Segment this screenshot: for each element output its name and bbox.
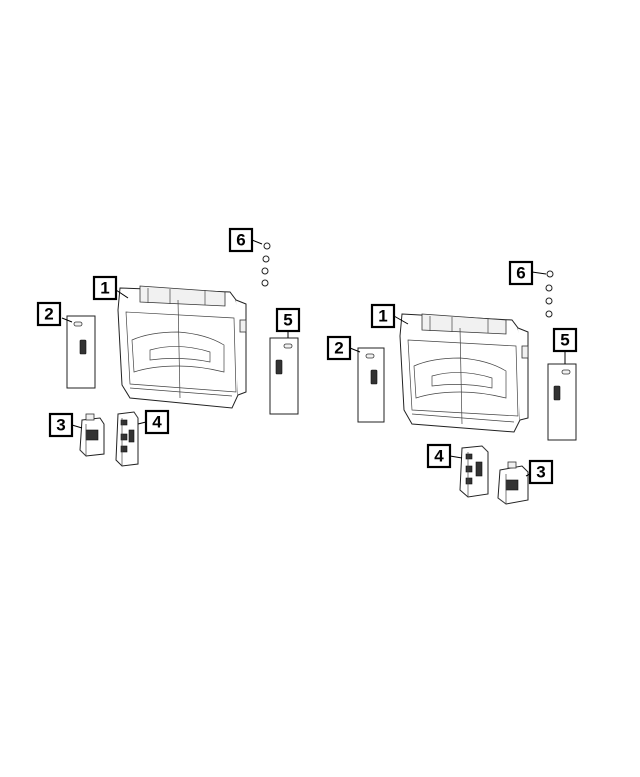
- svg-text:5: 5: [283, 311, 292, 330]
- svg-text:6: 6: [516, 264, 525, 283]
- right-part-4-connector-module: [459, 445, 489, 498]
- right-callout-5: 5: [552, 327, 578, 353]
- right-part-3-module: [497, 461, 529, 505]
- left-callout-1: 1: [92, 275, 118, 301]
- svg-text:3: 3: [56, 416, 65, 435]
- left-callout-5: 5: [275, 307, 301, 333]
- left-assembly: 1 2 3 4 5 6: [36, 227, 301, 467]
- left-callout-6: 6: [228, 227, 254, 253]
- right-part-2-trim-panel: [357, 347, 385, 423]
- svg-text:2: 2: [334, 339, 343, 358]
- left-part-2-trim-panel: [66, 315, 96, 389]
- right-callout-4: 4: [426, 443, 452, 469]
- left-part-1-overhead-console: [117, 285, 247, 409]
- right-callout-6: 6: [508, 260, 534, 286]
- left-part-6-screws: [261, 242, 271, 287]
- right-part-6-screws: [545, 270, 554, 318]
- left-part-3-module: [79, 413, 105, 457]
- svg-text:1: 1: [100, 279, 109, 298]
- right-callout-3: 3: [528, 459, 554, 485]
- svg-text:3: 3: [536, 463, 545, 482]
- svg-text:4: 4: [434, 447, 444, 466]
- left-part-4-connector-module: [115, 411, 139, 467]
- left-callout-3: 3: [48, 412, 74, 438]
- left-callout-2: 2: [36, 301, 62, 327]
- right-assembly: 1 2 3 4 5 6: [326, 260, 578, 505]
- right-callout-2: 2: [326, 335, 352, 361]
- svg-text:5: 5: [560, 331, 569, 350]
- right-callout-1: 1: [370, 303, 396, 329]
- svg-text:1: 1: [378, 307, 387, 326]
- right-part-1-overhead-console: [399, 313, 529, 433]
- svg-text:2: 2: [44, 305, 53, 324]
- svg-text:6: 6: [236, 231, 245, 250]
- right-part-5-trim-panel: [547, 363, 577, 441]
- svg-text:4: 4: [152, 413, 162, 432]
- left-part-5-trim-panel: [269, 337, 299, 415]
- left-callout-4: 4: [144, 409, 170, 435]
